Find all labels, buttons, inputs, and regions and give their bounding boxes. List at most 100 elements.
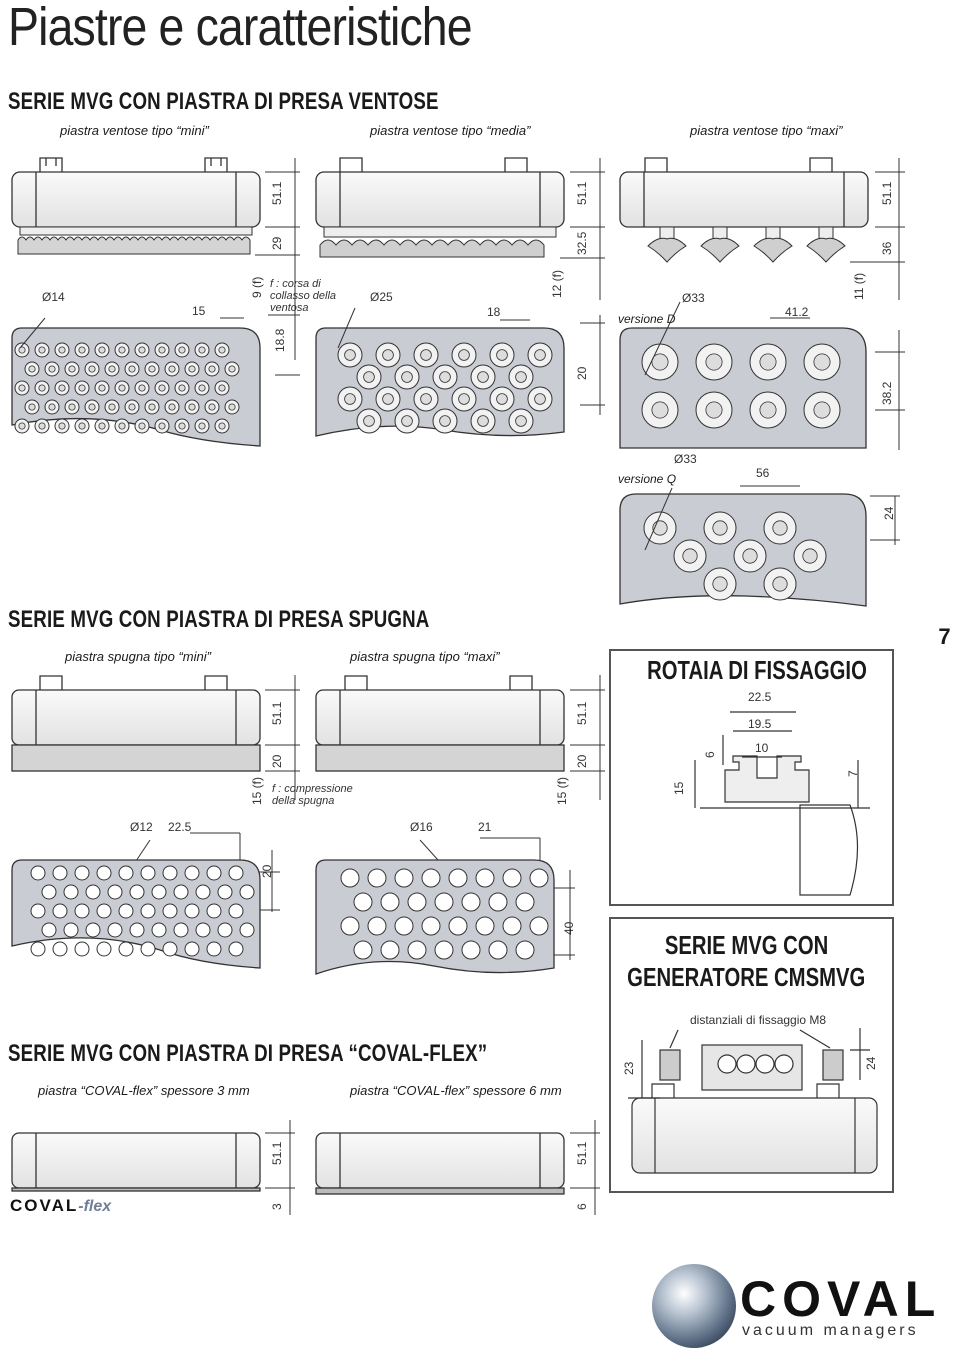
sponge-hole-maxi (380, 940, 400, 960)
suction-cup-media-center (496, 393, 508, 405)
note-collasso: f : corsa di collasso della ventosa (270, 278, 337, 314)
dim-flex3-h: 51.1 (270, 1141, 284, 1165)
suction-cup-mini-center (128, 403, 136, 411)
sponge-holes (30, 865, 549, 960)
generator-title-2: GENERATORE CMSMVG (627, 962, 866, 992)
dim-sp-maxi-pitch: 21 (478, 820, 492, 834)
dim-media-dia: Ø25 (370, 290, 393, 304)
version-q: versione Q (618, 472, 677, 486)
dim-q-row: 24 (882, 506, 896, 520)
body-media (315, 157, 565, 228)
dim-sp-maxi-f: 15 (f) (555, 776, 569, 805)
sponge-hole-maxi (407, 892, 427, 912)
rotaia-d2: 19.5 (748, 717, 772, 731)
sponge-hole-mini (206, 865, 222, 881)
suction-cup-mini-center (228, 403, 236, 411)
dim-sp-mini-dia: Ø12 (130, 820, 153, 834)
suction-cup-media-center (363, 415, 375, 427)
sponge-hole-maxi (353, 940, 373, 960)
body-flex-6 (315, 1132, 565, 1195)
rotaia-d5: 15 (672, 781, 686, 795)
suction-cup-mini-center (148, 403, 156, 411)
sponge-hole-maxi (434, 892, 454, 912)
suction-cup-maxi-d-center (813, 401, 831, 419)
label-flex-6: piastra “COVAL-flex” spessore 6 mm (350, 1083, 562, 1098)
suction-cup-mini-center (118, 346, 126, 354)
suction-cup-mini-center (98, 422, 106, 430)
sponge-hole-maxi (475, 868, 495, 888)
sponge-hole-maxi (502, 868, 522, 888)
sponge-hole-maxi (353, 892, 373, 912)
label-ventose-media: piastra ventose tipo “media” (370, 123, 531, 138)
body-mini (11, 157, 261, 228)
version-d: versione D (618, 312, 676, 326)
plate-holes (14, 342, 841, 601)
dim-media-h: 51.1 (575, 181, 589, 205)
suction-cup-media-center (420, 349, 432, 361)
suction-cup-mini-center (178, 422, 186, 430)
generator-d2: 24 (864, 1056, 878, 1070)
sponge-hole-mini (140, 941, 156, 957)
suction-cup-mini-center (28, 365, 36, 373)
sponge-hole-maxi (502, 916, 522, 936)
suction-cup-maxi-d-center (813, 353, 831, 371)
sponge-hole-mini (228, 865, 244, 881)
dim-sp-maxi-h: 51.1 (575, 701, 589, 725)
suction-cup-maxi-q-center (772, 520, 788, 536)
coval-sphere-logo (652, 1264, 736, 1348)
suction-cup-mini-center (158, 384, 166, 392)
dim-q-dia: Ø33 (674, 452, 697, 466)
sponge-hole-maxi (407, 940, 427, 960)
suction-cup-maxi-q-center (772, 576, 788, 592)
dim-plate (19, 301, 905, 551)
suction-cup-mini-center (218, 384, 226, 392)
sponge-hole-mini (206, 941, 222, 957)
dim-media-pitch: 18 (487, 305, 501, 319)
sponge-hole-mini (140, 903, 156, 919)
suction-cup-maxi-d-center (759, 353, 777, 371)
dim-mini-dia: Ø14 (42, 290, 65, 304)
suction-cup-mini-center (58, 384, 66, 392)
sponge-hole-maxi (461, 892, 481, 912)
suction-cup-mini-center (198, 384, 206, 392)
sponge-hole-mini (217, 884, 233, 900)
suction-cup-mini-center (178, 346, 186, 354)
sponge-hole-mini (195, 884, 211, 900)
suction-cup-mini-center (198, 422, 206, 430)
sponge-hole-maxi (367, 868, 387, 888)
coval-flex-logo: COVAL-flex (10, 1196, 111, 1216)
rotaia-d3: 10 (755, 741, 769, 755)
sponge-hole-mini (239, 922, 255, 938)
sponge-hole-mini (162, 941, 178, 957)
suction-cup-maxi-q-center (712, 520, 728, 536)
sponge-hole-mini (107, 884, 123, 900)
suction-cup-mini-center (108, 403, 116, 411)
dim-maxi-cup: 36 (880, 241, 894, 255)
suction-cup-maxi-d-center (759, 401, 777, 419)
heading-flex: SERIE MVG CON PIASTRA DI PRESA “COVAL-FL… (8, 1040, 488, 1067)
suction-cup-mini-center (178, 384, 186, 392)
plate-spugna-mini (11, 859, 261, 969)
suction-cup-maxi-q-center (682, 548, 698, 564)
sponge-hole-mini (63, 884, 79, 900)
suction-cup-mini-center (138, 384, 146, 392)
suction-cup-mini-center (208, 365, 216, 373)
dim-sp-maxi-t: 20 (575, 754, 589, 768)
label-ventose-maxi: piastra ventose tipo “maxi” (690, 123, 843, 138)
sponge-hole-maxi (488, 940, 508, 960)
suction-cup-mini-center (208, 403, 216, 411)
dim-flex6-h: 51.1 (575, 1141, 589, 1165)
suction-cup-media-center (344, 349, 356, 361)
sponge-hole-maxi (421, 868, 441, 888)
sponge-hole-maxi (421, 916, 441, 936)
suction-cup-mini-center (118, 384, 126, 392)
sponge-hole-mini (52, 903, 68, 919)
dim-maxi-dia: Ø33 (682, 291, 705, 305)
dim-media-cup: 32.5 (575, 231, 589, 255)
sponge-hole-maxi (340, 868, 360, 888)
suction-cup-mini-center (38, 346, 46, 354)
suction-cup-maxi-q-center (742, 548, 758, 564)
dim-maxi-f: 11 (f) (852, 272, 866, 300)
suction-cup-mini-center (18, 384, 26, 392)
sponge-hole-maxi (529, 868, 549, 888)
